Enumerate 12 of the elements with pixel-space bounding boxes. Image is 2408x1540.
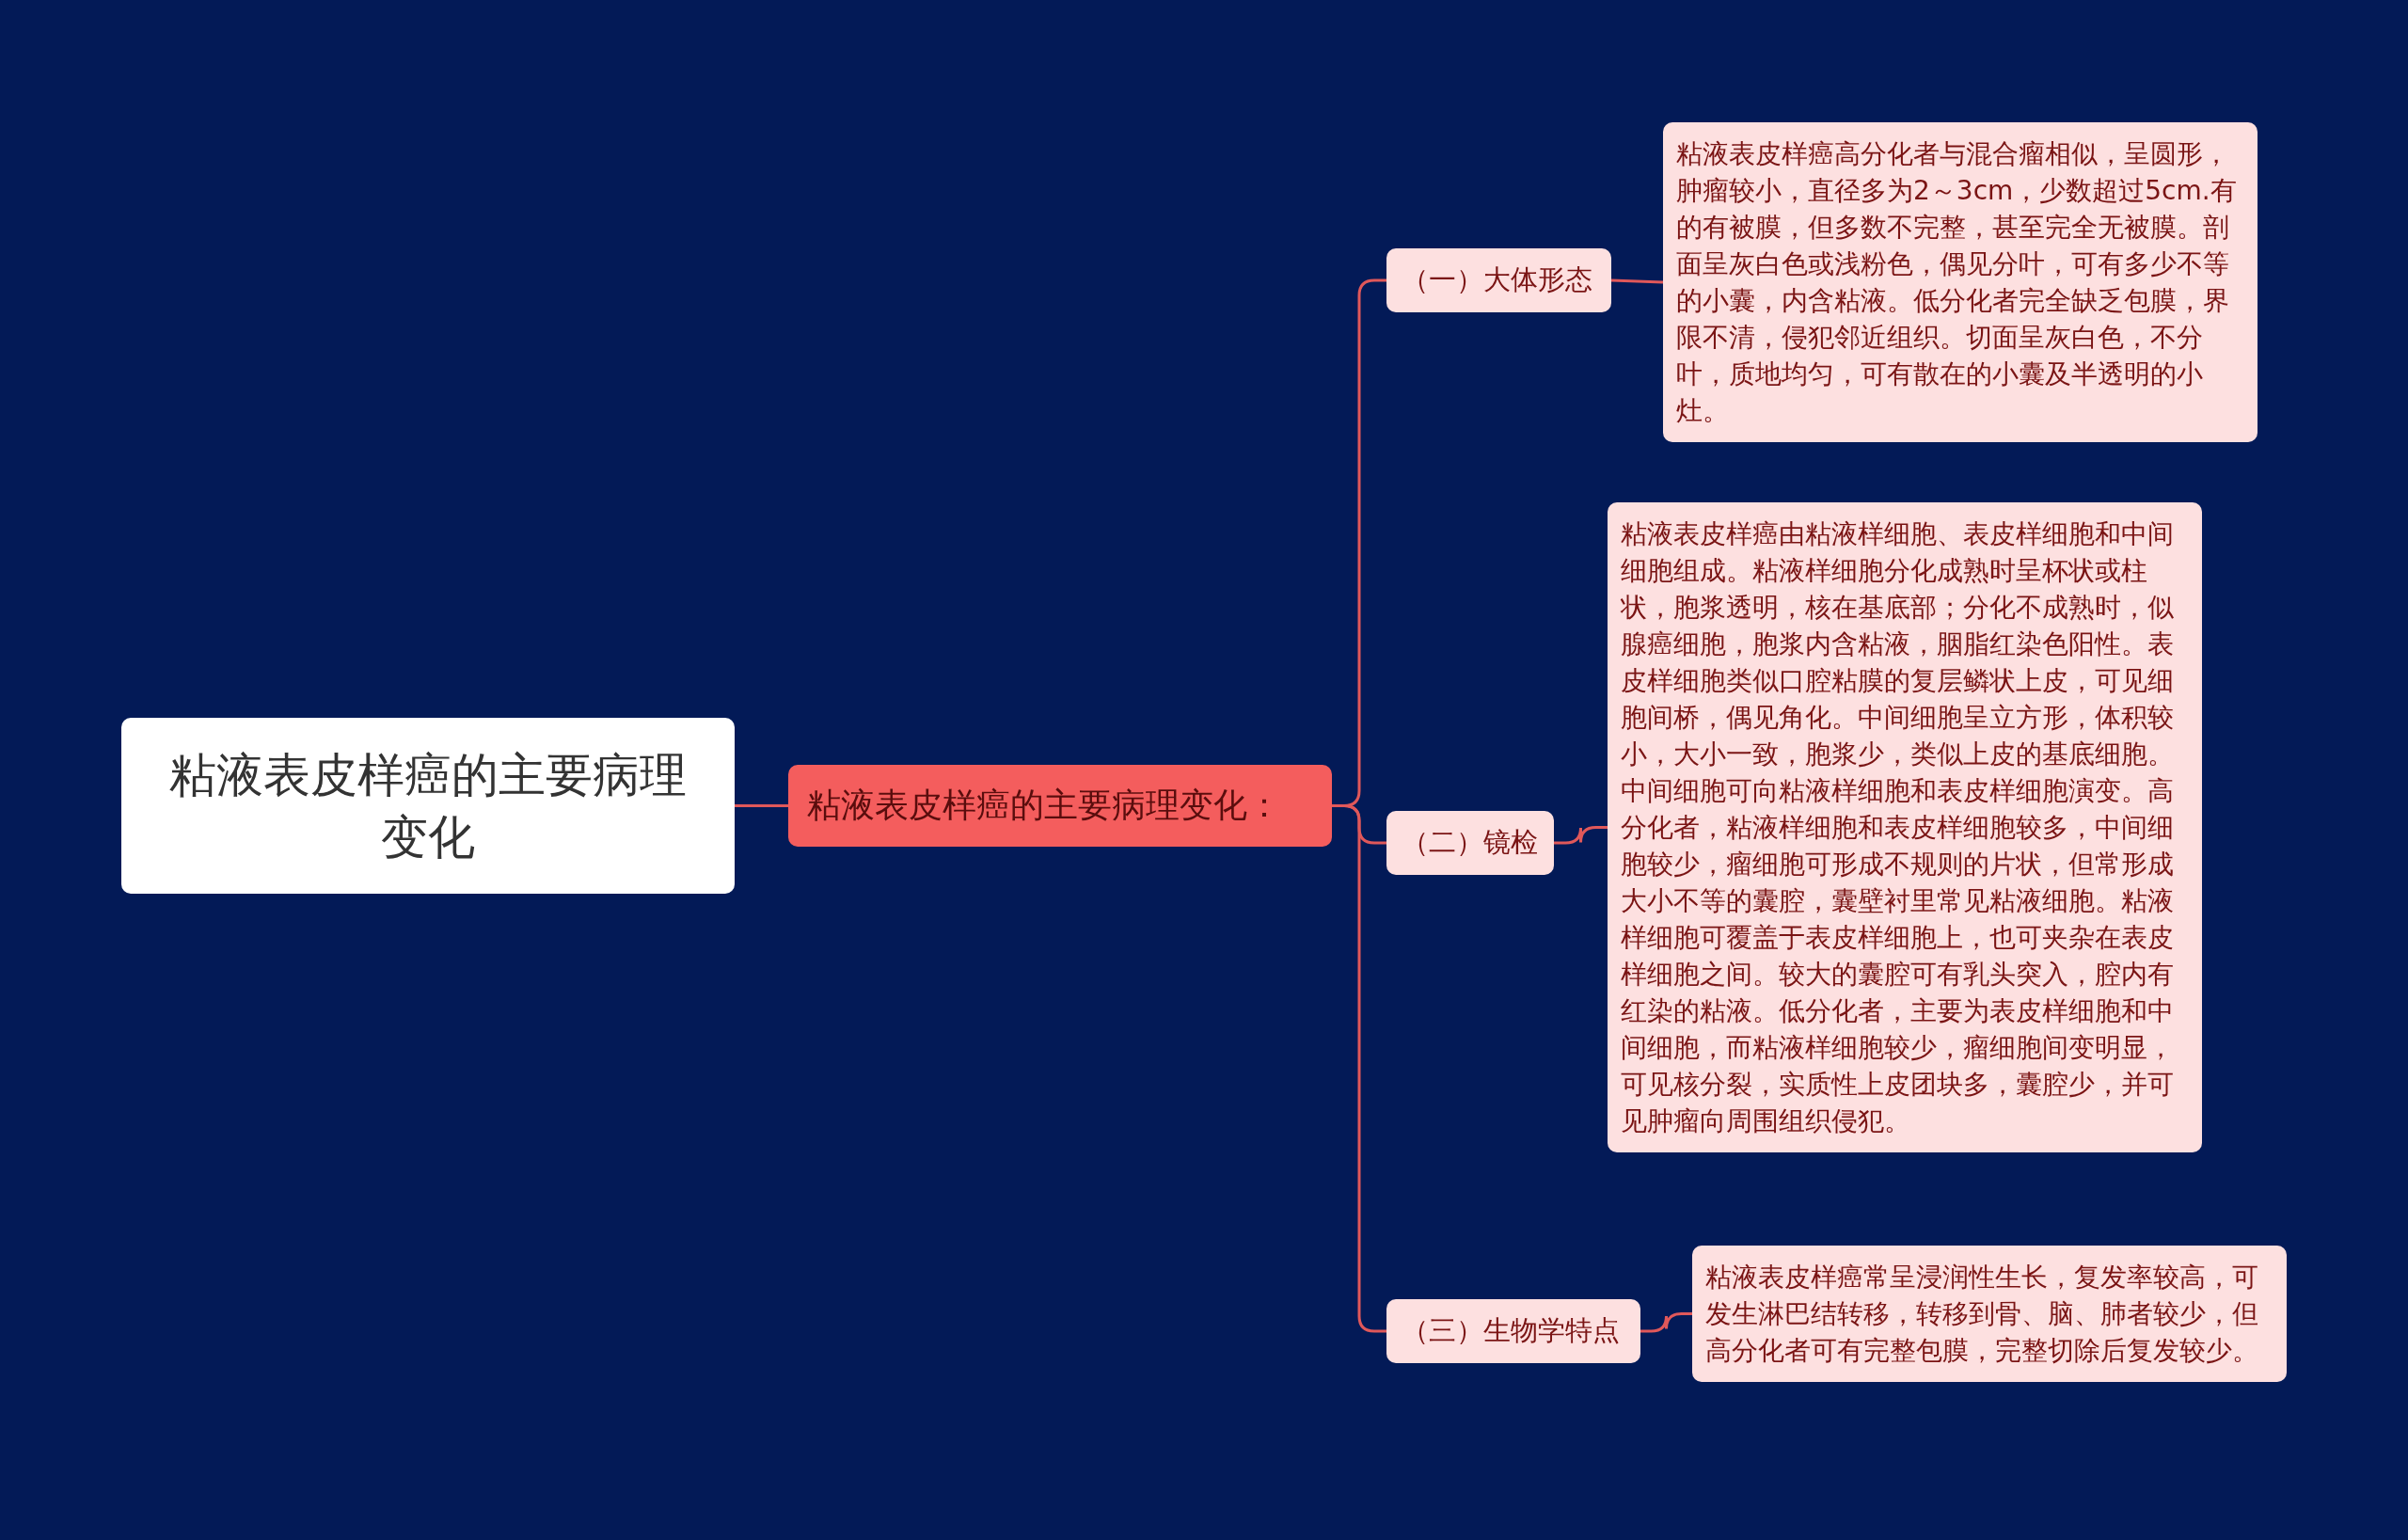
note-box: 粘液表皮样癌高分化者与混合瘤相似，呈圆形，肿瘤较小，直径多为2～3cm，少数超过5cm.有的有被膜，但多数不完整，甚至完全无被膜。剖面呈灰白色或浅粉色，偶见分叶，可有多少不等的小囊，内含粘液。低分化者完全缺乏包膜，界限不清，侵犯邻近组织。切面呈灰白色，不分叶，质地均匀，可有散在的小囊及半透明的小灶。 xyxy=(1663,122,2258,442)
connector-line xyxy=(1554,826,1608,845)
branch-box: （三）生物学特点 xyxy=(1386,1299,1640,1363)
connector-line xyxy=(735,804,788,807)
subtopic-box: 粘液表皮样癌的主要病理变化： xyxy=(788,765,1332,847)
topic-box: 粘液表皮样癌的主要病理变化 xyxy=(121,718,735,894)
note-box: 粘液表皮样癌常呈浸润性生长，复发率较高，可发生淋巴结转移，转移到骨、脑、肺者较少，但高分化者可有完整包膜，完整切除后复发较少。 xyxy=(1692,1246,2287,1382)
note-box: 粘液表皮样癌由粘液样细胞、表皮样细胞和中间细胞组成。粘液样细胞分化成熟时呈杯状或柱状，胞浆透明，核在基底部；分化不成熟时，似腺癌细胞，胞浆内含粘液，胭脂红染色阳性。表皮样细胞类似口腔粘膜的复层鳞状上皮，可见细胞间桥，偶见角化。中间细胞呈立方形，体积较小，大小一致，胞浆少，类似上皮的基底细胞。中间细胞可向粘液样细胞和表皮样细胞演变。高分化者，粘液样细胞和表皮样细胞较多，中间细胞较少，瘤细胞可形成不规则的片状，但常形成大小不等的囊腔，囊壁衬里常见粘液细胞。粘液样细胞可覆盖于表皮样细胞上，也可夹杂在表皮样细胞之间。较大的囊腔可有乳头突入，腔内有红染的粘液。低分化者，主要为表皮样细胞和中间细胞，而粘液样细胞较少，瘤细胞间变明显，可见核分裂，实质性上皮团块多，囊腔少，并可见肿瘤向周围组织侵犯。 xyxy=(1608,502,2202,1152)
connector-line xyxy=(1640,1312,1692,1333)
branch-box: （一）大体形态 xyxy=(1386,248,1611,312)
connector-line xyxy=(1610,278,1664,284)
branch-box: （二）镜检 xyxy=(1386,811,1554,875)
